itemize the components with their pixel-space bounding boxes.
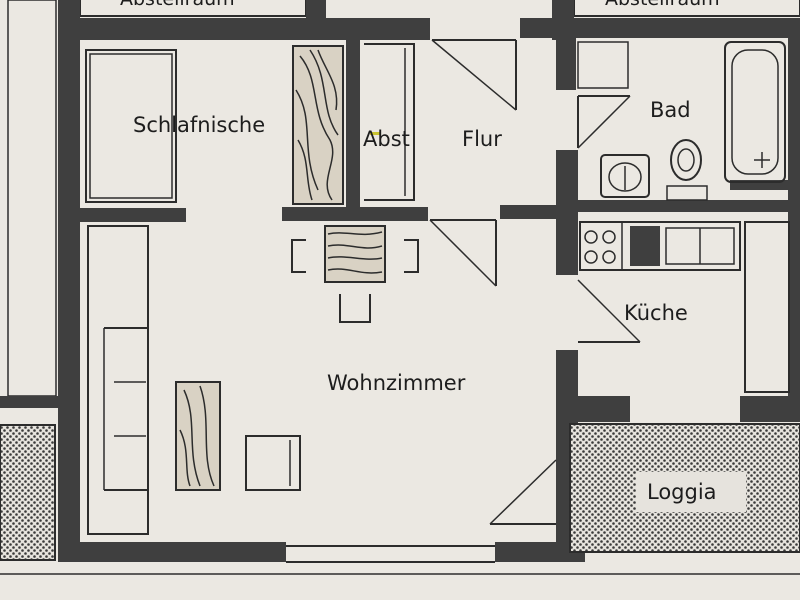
door-wohnzimmer [429,219,497,287]
coffee-table [175,381,221,491]
toilet [666,139,708,201]
armchair [245,435,301,491]
neighbour-left [0,0,60,561]
washbasin [600,154,650,198]
room-label-bad: Bad [650,98,691,122]
bathtub [724,41,786,183]
wardrobe-wood [292,45,344,205]
kitchen-counter [579,221,790,393]
wall-unit [87,225,149,535]
room-label-schlafnische: Schlafnische [133,113,265,137]
room-label-kueche: Küche [624,301,688,325]
window-bottom [0,545,800,575]
door-loggia [489,459,557,525]
abst-marker [370,132,380,135]
walls [58,0,800,562]
storage-room-label-left: Abstellraum [120,0,235,10]
room-label-abst: Abst [363,127,410,151]
room-label-wohnzimmer: Wohnzimmer [327,371,466,395]
storage-room-label-right: Abstellraum [605,0,720,10]
neighbour-left-balcony [0,424,56,561]
door-flur-top [431,39,517,111]
dining-table [291,225,419,323]
abst-cupboard [364,43,415,201]
bed [85,49,177,203]
room-label-loggia: Loggia [647,480,717,504]
room-label-flur: Flur [462,127,502,151]
loggia-label-background [636,472,746,512]
door-kueche [577,279,641,343]
door-bad [577,41,631,149]
